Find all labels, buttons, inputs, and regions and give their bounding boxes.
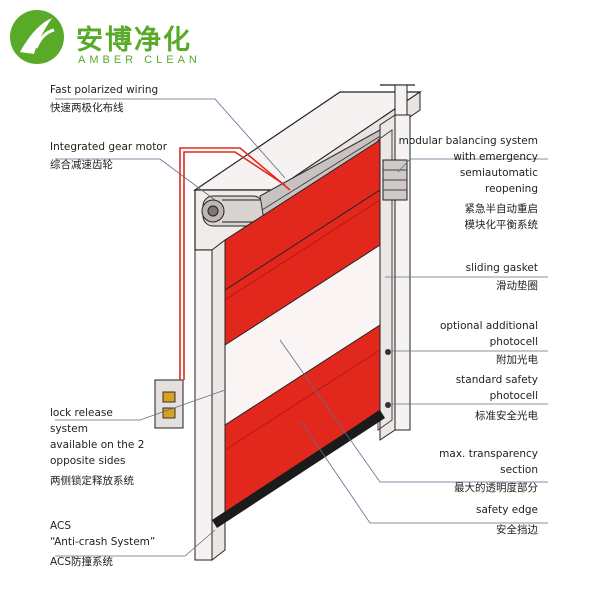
safety-photocell-icon — [385, 402, 391, 408]
label-acs-en-2: “Anti-crash System” — [50, 536, 156, 548]
label-sliding-gasket: sliding gasket 滑动垫圈 — [466, 260, 538, 294]
label-sliding-gasket-cn: 滑动垫圈 — [496, 280, 538, 292]
red-wiring — [179, 147, 291, 380]
label-lock-release-en-1: lock release — [50, 407, 113, 419]
label-safety-photocell-cn: 标准安全光电 — [475, 410, 538, 422]
label-lock-release-en-3: available on the 2 — [50, 439, 145, 451]
label-safety-edge: safety edge 安全挡边 — [476, 502, 538, 538]
label-transparency-cn: 最大的透明度部分 — [454, 482, 538, 494]
label-balancing-en-1: modular balancing system — [398, 135, 538, 147]
label-sliding-gasket-en: sliding gasket — [465, 262, 538, 274]
label-safety-photocell-en-1: standard safety — [455, 374, 538, 386]
label-balancing-en-2: with emergency — [453, 151, 538, 163]
label-safety-photocell: standard safety photocell 标准安全光电 — [456, 372, 538, 424]
label-lock-release-cn: 两侧锁定释放系统 — [50, 475, 134, 487]
leaf-logo-icon — [10, 10, 64, 64]
door-curtain — [224, 139, 381, 516]
label-fast-wiring: Fast polarized wiring 快速两极化布线 — [50, 83, 158, 115]
label-optional-photocell-en-1: optional additional — [439, 320, 538, 332]
label-safety-edge-en: safety edge — [476, 504, 538, 516]
label-balancing-en-4: reopening — [485, 183, 538, 195]
brand-name-en: AMBER CLEAN — [78, 54, 201, 66]
label-balancing: modular balancing system with emergency … — [399, 133, 538, 233]
label-balancing-en-3: semiautomatic — [459, 167, 538, 179]
brand-logo: 安博净化 AMBER CLEAN — [8, 8, 208, 68]
label-safety-photocell-en-2: photocell — [489, 390, 538, 402]
left-post — [194, 238, 226, 562]
label-optional-photocell-en-2: photocell — [489, 336, 538, 348]
label-balancing-cn-2: 模块化平衡系统 — [464, 219, 539, 231]
label-balancing-cn-1: 紧急半自动重启 — [464, 203, 539, 215]
label-gear-motor-cn: 综合减速齿轮 — [50, 159, 113, 171]
label-acs: ACS “Anti-crash System” ACS防撞系统 — [50, 518, 155, 570]
leader-lines — [55, 98, 548, 557]
label-acs-cn: ACS防撞系统 — [50, 556, 113, 568]
label-lock-release-en-2: system — [50, 423, 88, 435]
label-fast-wiring-en: Fast polarized wiring — [50, 84, 159, 96]
label-lock-release-en-4: opposite sides — [50, 455, 126, 467]
label-optional-photocell-cn: 附加光电 — [496, 354, 538, 366]
label-transparency: max. transparency section 最大的透明度部分 — [439, 446, 538, 496]
label-gear-motor-en: Integrated gear motor — [50, 141, 168, 153]
label-optional-photocell: optional additional photocell 附加光电 — [440, 318, 538, 368]
safety-edge-bar — [212, 410, 385, 528]
label-fast-wiring-cn: 快速两极化布线 — [50, 102, 124, 114]
label-gear-motor: Integrated gear motor 综合减速齿轮 — [50, 140, 167, 172]
optional-photocell-icon — [385, 349, 391, 355]
lock-release-box-icon — [154, 379, 184, 429]
brand-name-cn: 安博净化 — [76, 25, 192, 56]
label-acs-en-1: ACS — [50, 520, 71, 532]
label-lock-release: lock release system available on the 2 o… — [50, 405, 144, 489]
label-safety-edge-cn: 安全挡边 — [496, 524, 538, 536]
label-transparency-en-1: max. transparency — [439, 448, 538, 460]
gear-motor-icon — [201, 195, 264, 227]
label-transparency-en-2: section — [500, 464, 538, 476]
